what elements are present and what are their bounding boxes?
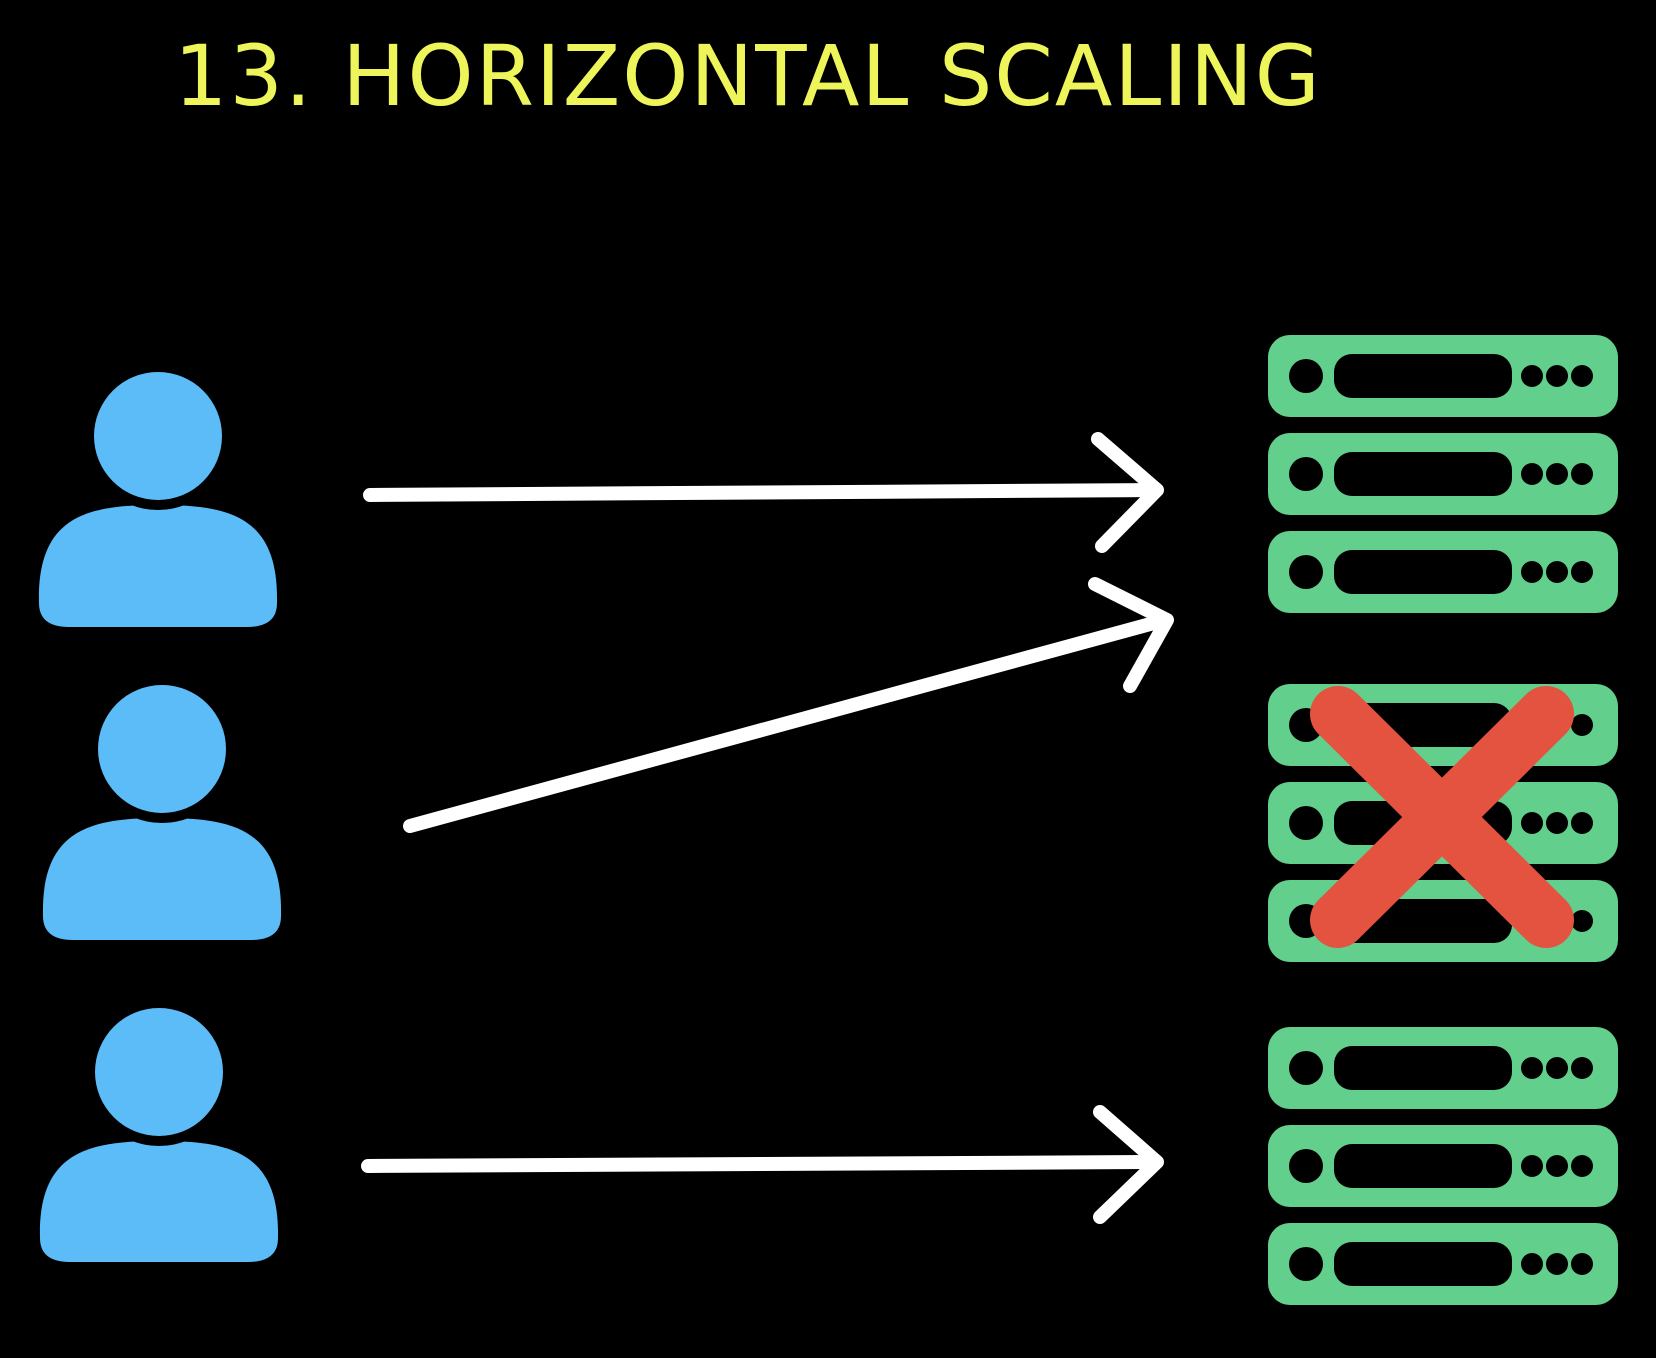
request-arrow-user-1	[363, 432, 1164, 553]
server-rack-3-online	[1268, 1027, 1618, 1305]
user-icon	[39, 998, 279, 1262]
status-dot	[1571, 365, 1593, 387]
cross-icon	[1310, 686, 1574, 948]
drive-slot	[1334, 1144, 1512, 1188]
status-dot	[1571, 1253, 1593, 1275]
power-led-icon	[1289, 806, 1323, 840]
status-dot	[1571, 463, 1593, 485]
status-dot	[1546, 1155, 1568, 1177]
drive-slot	[1334, 452, 1512, 496]
failure-marker	[1310, 686, 1574, 948]
user-body	[42, 818, 282, 940]
status-dot	[1546, 812, 1568, 834]
status-dot	[1521, 1253, 1543, 1275]
server-unit	[1268, 433, 1618, 515]
power-led-icon	[1289, 1051, 1323, 1085]
server-unit	[1268, 1125, 1618, 1207]
status-dot	[1546, 561, 1568, 583]
user-icon	[38, 362, 278, 627]
power-led-icon	[1289, 555, 1323, 589]
status-dot	[1546, 365, 1568, 387]
status-dot	[1521, 1057, 1543, 1079]
status-dot	[1571, 1057, 1593, 1079]
request-arrows	[361, 432, 1174, 1224]
status-dot	[1521, 365, 1543, 387]
drive-slot	[1334, 354, 1512, 398]
user-body	[38, 505, 278, 627]
page-title: 13. HORIZONTAL SCALING	[174, 27, 1322, 125]
server-rack-1-online	[1268, 335, 1618, 613]
status-dot	[1571, 812, 1593, 834]
status-dot	[1571, 910, 1593, 932]
status-dot	[1546, 1057, 1568, 1079]
server-unit	[1268, 1027, 1618, 1109]
status-dot	[1521, 1155, 1543, 1177]
request-arrow-user-3	[361, 1105, 1164, 1224]
status-dot	[1571, 714, 1593, 736]
status-dot	[1521, 561, 1543, 583]
status-dot	[1571, 561, 1593, 583]
power-led-icon	[1289, 1149, 1323, 1183]
user-icon	[42, 675, 282, 940]
user-head	[98, 685, 226, 813]
status-dot	[1546, 1253, 1568, 1275]
user-body	[39, 1141, 279, 1262]
cross-stroke	[1310, 686, 1574, 948]
power-led-icon	[1289, 1247, 1323, 1281]
status-dot	[1521, 812, 1543, 834]
drive-slot	[1334, 1046, 1512, 1090]
power-led-icon	[1289, 359, 1323, 393]
drive-slot	[1334, 1242, 1512, 1286]
server-unit	[1268, 531, 1618, 613]
status-dot	[1546, 463, 1568, 485]
status-dot	[1571, 1155, 1593, 1177]
drive-slot	[1334, 550, 1512, 594]
power-led-icon	[1289, 457, 1323, 491]
server-unit	[1268, 1223, 1618, 1305]
user-head	[94, 372, 222, 500]
users-column	[38, 362, 282, 1262]
request-arrow-user-2	[403, 577, 1174, 833]
user-head	[95, 1008, 223, 1136]
server-unit	[1268, 335, 1618, 417]
status-dot	[1521, 463, 1543, 485]
